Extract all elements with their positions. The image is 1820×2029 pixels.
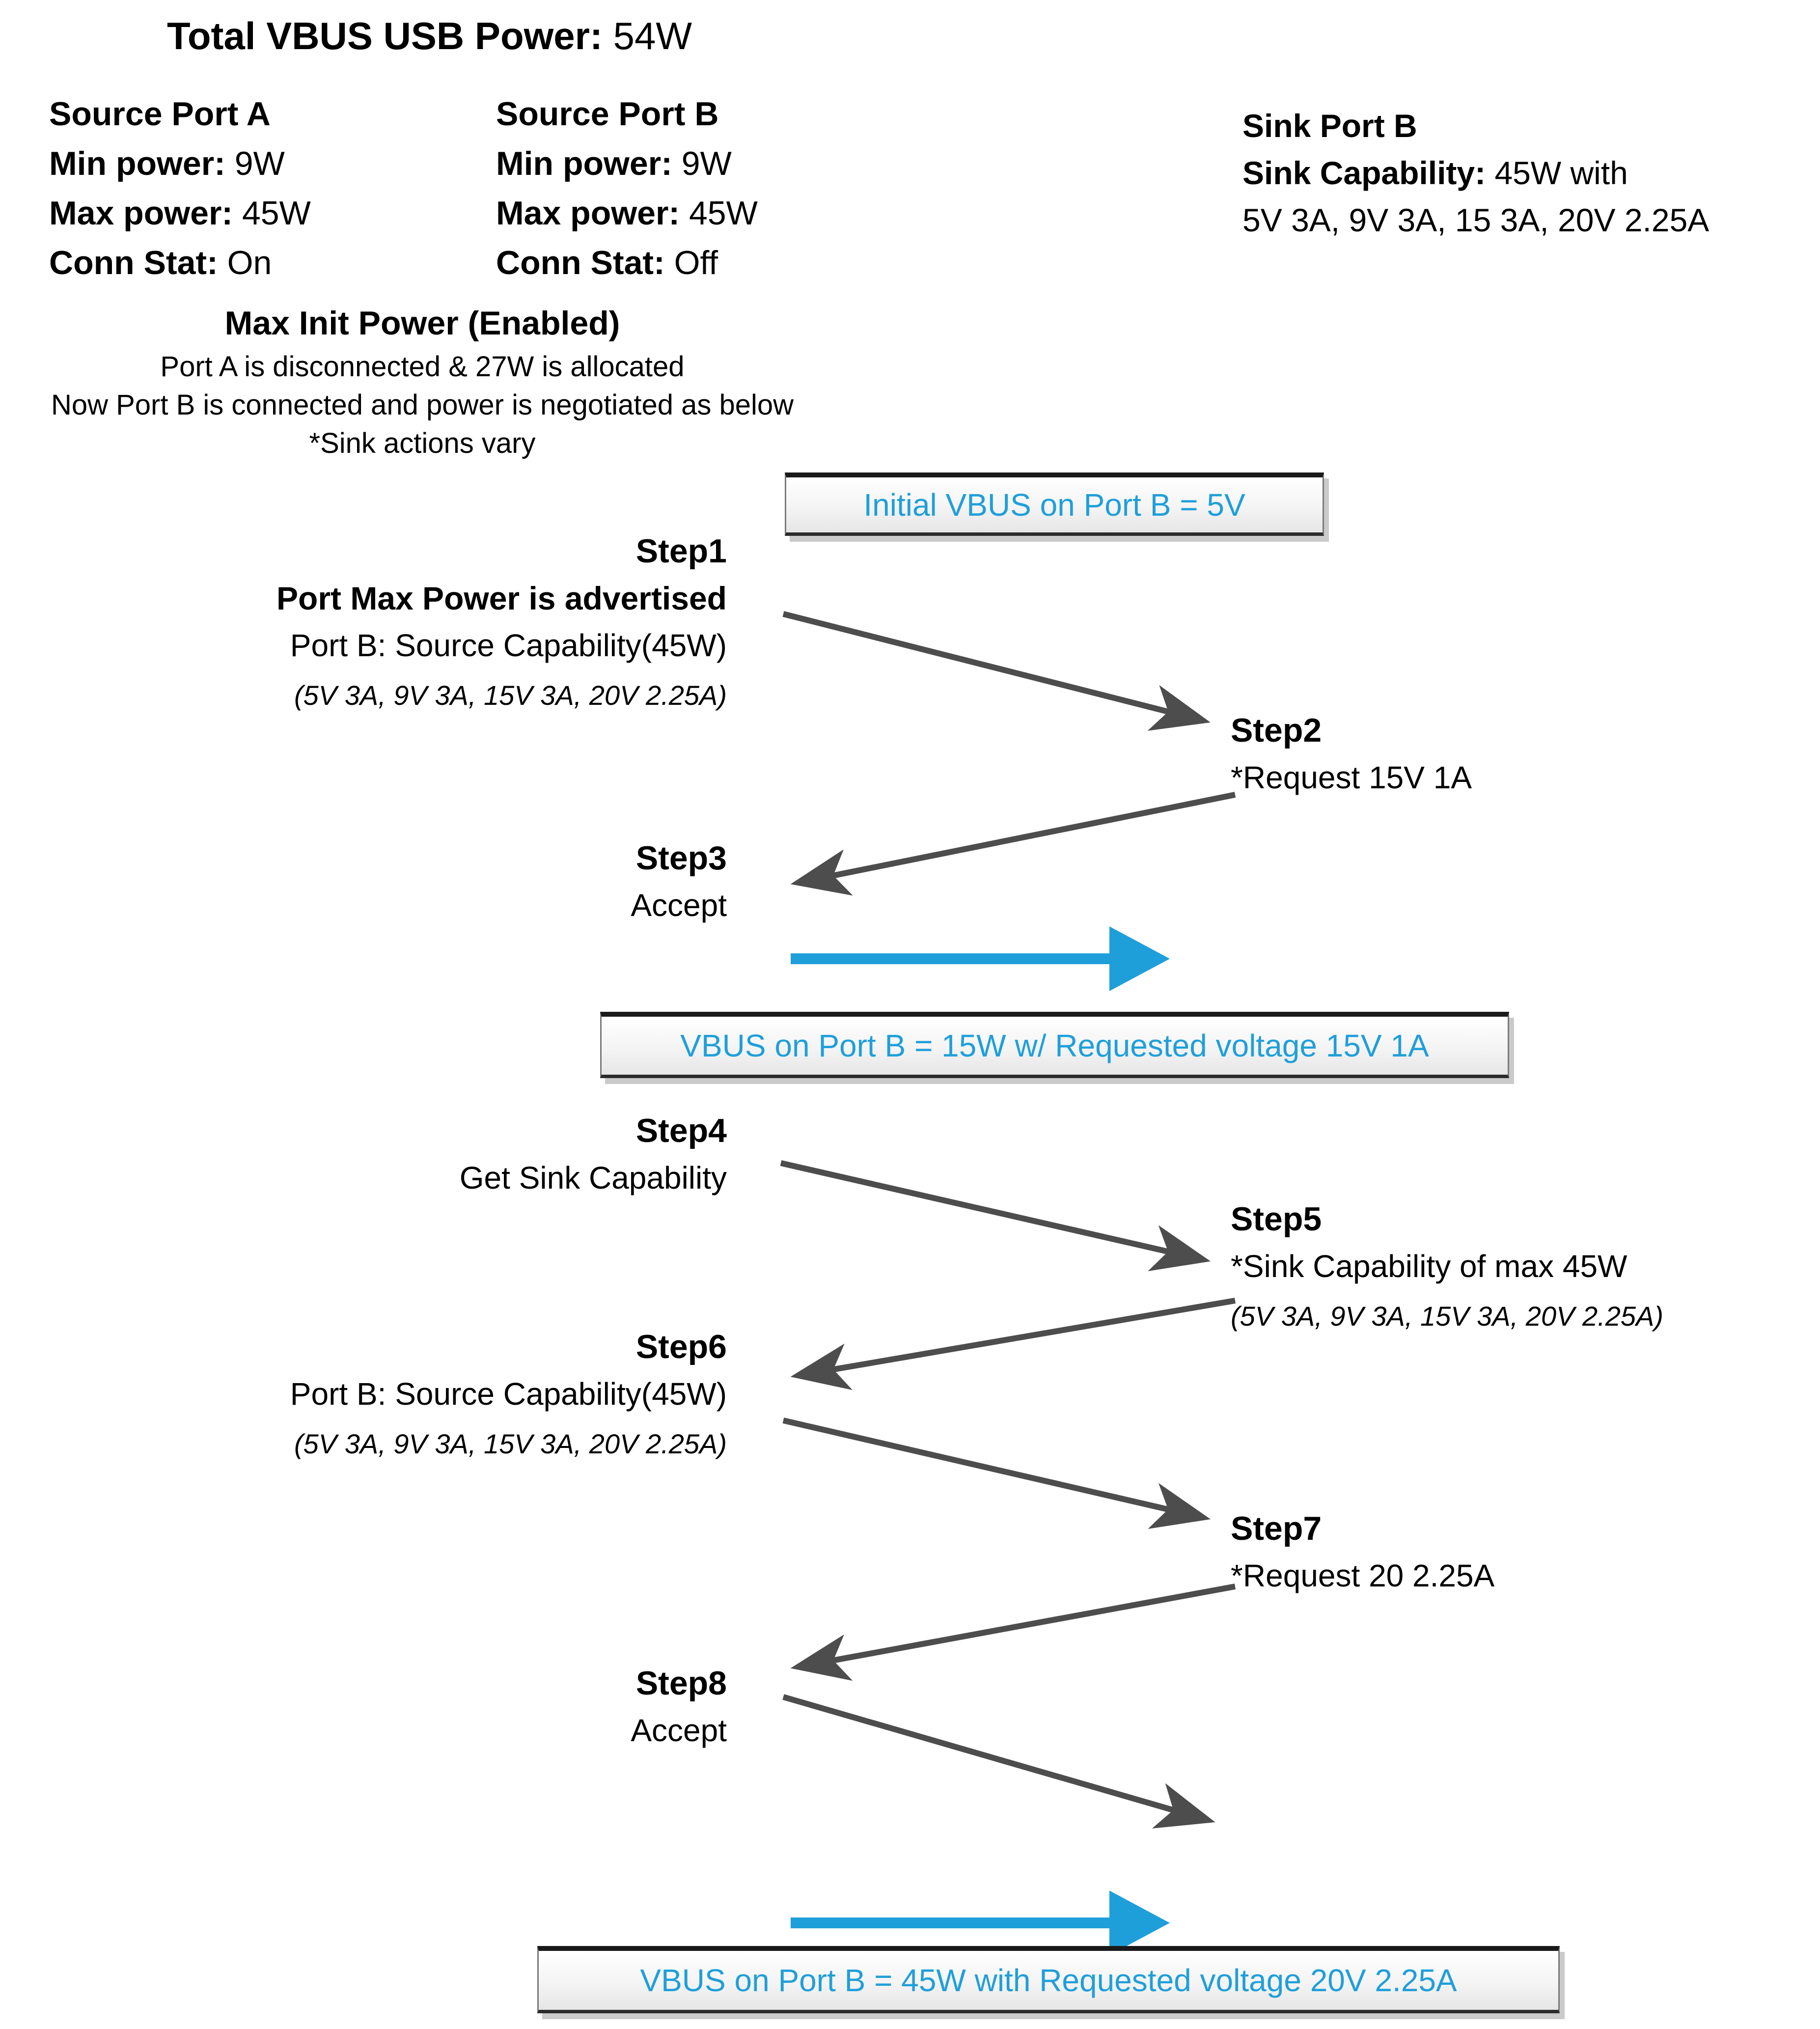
step3-block: Step3 Accept bbox=[74, 835, 727, 929]
arrow-step7-to-step8 bbox=[790, 1584, 1236, 1681]
status-box-initial-vbus-text: Initial VBUS on Port B = 5V bbox=[863, 487, 1245, 523]
source-port-b-max: Max power: 45W bbox=[496, 195, 758, 232]
step5-line: *Sink Capability of max 45W bbox=[1231, 1249, 1627, 1284]
arrow-step4-to-step5 bbox=[780, 1160, 1211, 1272]
step3-label: Step3 bbox=[635, 839, 727, 877]
status-box-vbus-15w: VBUS on Port B = 15W w/ Requested voltag… bbox=[600, 1012, 1509, 1078]
page-title-value: 54W bbox=[602, 14, 692, 57]
scenario-line-2: Now Port B is connected and power is neg… bbox=[51, 389, 794, 421]
scenario-line-1: Port A is disconnected & 27W is allocate… bbox=[160, 351, 685, 383]
arrow-step1-to-step2 bbox=[782, 611, 1211, 731]
step6-block: Step6 Port B: Source Capability(45W) (5V… bbox=[74, 1324, 727, 1471]
step7-line: *Request 20 2.25A bbox=[1231, 1558, 1495, 1593]
step4-block: Step4 Get Sink Capability bbox=[74, 1108, 727, 1201]
sink-port-b-block: Sink Port B Sink Capability: 45W with 5V… bbox=[1242, 102, 1709, 244]
source-port-a-conn: Conn Stat: On bbox=[49, 244, 272, 281]
status-box-vbus-45w: VBUS on Port B = 45W with Requested volt… bbox=[537, 1946, 1560, 2013]
page-title-label: Total VBUS USB Power: bbox=[167, 14, 603, 57]
step1-detail: (5V 3A, 9V 3A, 15V 3A, 20V 2.25A) bbox=[294, 680, 727, 711]
step7-block: Step7 *Request 20 2.25A bbox=[1231, 1505, 1820, 1599]
step1-headline: Port Max Power is advertised bbox=[276, 580, 727, 616]
source-port-b-title: Source Port B bbox=[496, 95, 719, 133]
source-port-a-title: Source Port A bbox=[49, 95, 271, 133]
sink-port-b-capability: Sink Capability: 45W with bbox=[1242, 155, 1628, 191]
source-port-a-block: Source Port A Min power: 9W Max power: 4… bbox=[49, 89, 311, 288]
arrow-step8-complete bbox=[782, 1694, 1215, 1829]
arrow-step5-to-step6 bbox=[790, 1298, 1236, 1390]
step8-label: Step8 bbox=[635, 1665, 727, 1702]
step6-label: Step6 bbox=[635, 1328, 727, 1365]
step5-label: Step5 bbox=[1231, 1200, 1322, 1238]
source-port-a-min: Min power: 9W bbox=[49, 145, 285, 182]
scenario-title: Max Init Power (Enabled) bbox=[224, 305, 620, 342]
arrow-step2-to-step3 bbox=[790, 792, 1236, 896]
step6-detail: (5V 3A, 9V 3A, 15V 3A, 20V 2.25A) bbox=[294, 1428, 727, 1459]
status-box-initial-vbus: Initial VBUS on Port B = 5V bbox=[785, 473, 1324, 536]
page-title: Total VBUS USB Power: 54W bbox=[167, 14, 692, 58]
step3-line: Accept bbox=[631, 888, 727, 923]
step1-block: Step1 Port Max Power is advertised Port … bbox=[74, 528, 727, 722]
sink-port-b-title: Sink Port B bbox=[1242, 108, 1417, 144]
step2-label: Step2 bbox=[1231, 712, 1322, 749]
arrow-step6-to-step7 bbox=[782, 1418, 1211, 1529]
step4-label: Step4 bbox=[635, 1112, 727, 1149]
step1-line: Port B: Source Capability(45W) bbox=[290, 628, 727, 663]
step2-block: Step2 *Request 15V 1A bbox=[1231, 707, 1820, 801]
step7-label: Step7 bbox=[1231, 1510, 1322, 1547]
source-port-b-block: Source Port B Min power: 9W Max power: 4… bbox=[496, 89, 758, 288]
sink-port-b-capability-detail: 5V 3A, 9V 3A, 15 3A, 20V 2.25A bbox=[1242, 202, 1710, 238]
status-box-vbus-15w-text: VBUS on Port B = 15W w/ Requested voltag… bbox=[680, 1028, 1429, 1063]
step1-label: Step1 bbox=[635, 532, 727, 570]
step2-line: *Request 15V 1A bbox=[1231, 760, 1472, 795]
step5-detail: (5V 3A, 9V 3A, 15V 3A, 20V 2.25A) bbox=[1231, 1301, 1663, 1332]
step5-block: Step5 *Sink Capability of max 45W (5V 3A… bbox=[1231, 1196, 1820, 1343]
scenario-line-3: *Sink actions vary bbox=[309, 427, 536, 459]
source-port-b-conn: Conn Stat: Off bbox=[496, 244, 718, 281]
step8-block: Step8 Accept bbox=[74, 1660, 727, 1754]
step8-line: Accept bbox=[631, 1713, 727, 1748]
step4-line: Get Sink Capability bbox=[459, 1160, 727, 1195]
source-port-a-max: Max power: 45W bbox=[49, 195, 311, 232]
source-port-b-min: Min power: 9W bbox=[496, 145, 732, 182]
step6-line: Port B: Source Capability(45W) bbox=[290, 1376, 727, 1412]
scenario-block: Max Init Power (Enabled) Port A is disco… bbox=[10, 299, 835, 463]
status-box-vbus-45w-text: VBUS on Port B = 45W with Requested volt… bbox=[640, 1963, 1457, 1998]
